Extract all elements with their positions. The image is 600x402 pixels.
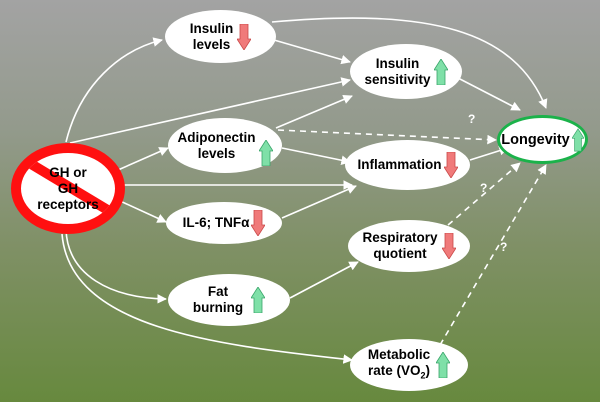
up-arrow-icon bbox=[258, 139, 273, 166]
edge-fat-respiratory bbox=[289, 261, 359, 299]
edge-gh-metabolic bbox=[61, 233, 353, 364]
up-arrow-icon bbox=[433, 58, 448, 85]
edge-respiratory-longevity-dashed bbox=[447, 162, 521, 226]
longevity-node: Longevity bbox=[497, 115, 588, 164]
edge-insulin-sensitivity-longevity bbox=[457, 77, 521, 111]
down-arrow-icon bbox=[443, 152, 458, 178]
edge-adiponectin-sensitivity bbox=[275, 94, 353, 129]
gh-receptors-node: GH or GH receptors bbox=[11, 143, 125, 234]
gh-label-line2: GH bbox=[57, 180, 79, 196]
edge-gh-insulin-levels bbox=[65, 37, 163, 143]
up-arrow-icon bbox=[251, 287, 266, 313]
edge-metabolic-longevity-dashed bbox=[439, 164, 547, 346]
edge-insulin-levels-longevity bbox=[271, 17, 548, 109]
il6-tnfa-node: IL-6; TNFα bbox=[166, 202, 282, 244]
inflammation-label: Inflammation bbox=[357, 157, 442, 172]
down-arrow-icon bbox=[251, 210, 266, 236]
edge-adiponectin-inflammation bbox=[281, 147, 351, 165]
up-arrow-icon bbox=[571, 127, 584, 151]
question-mark-metabolic: ? bbox=[500, 240, 508, 254]
edge-gh-insulin-sensitivity bbox=[69, 77, 351, 144]
gh-receptors-label: GH or GH receptors bbox=[37, 165, 99, 213]
question-mark-respiratory: ? bbox=[480, 181, 488, 195]
edge-adiponectin-longevity-dashed bbox=[277, 129, 497, 145]
longevity-label: Longevity bbox=[501, 131, 570, 148]
edge-gh-adiponectin bbox=[117, 147, 169, 171]
gh-label-line1: GH or bbox=[49, 164, 87, 180]
question-mark-adiponectin: ? bbox=[468, 112, 476, 126]
edge-gh-il6 bbox=[117, 199, 167, 223]
il6-tnfa-label: IL-6; TNFα bbox=[182, 215, 250, 230]
down-arrow-icon bbox=[237, 23, 252, 50]
gh-label-line3: receptors bbox=[37, 196, 99, 212]
edge-insulin-levels-sensitivity bbox=[273, 39, 351, 65]
down-arrow-icon bbox=[441, 233, 456, 259]
edge-il6-inflammation bbox=[281, 185, 357, 219]
inflammation-node: Inflammation bbox=[345, 140, 470, 190]
edge-gh-fat bbox=[65, 229, 167, 304]
up-arrow-icon bbox=[436, 352, 451, 378]
